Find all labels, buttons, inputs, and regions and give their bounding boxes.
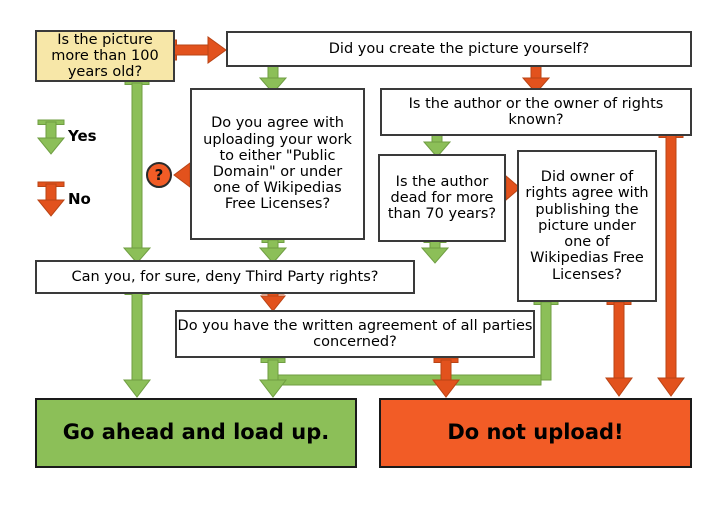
node-owner-agree[interactable]: Did owner of rights agree with publishin… <box>517 150 657 302</box>
question-mark-badge[interactable]: ? <box>146 162 172 188</box>
edge-agree-to-question-badge <box>173 162 191 188</box>
legend-yes-arrow <box>36 119 66 155</box>
edge-author-known-to-do-not-upload <box>657 132 685 397</box>
node-picture-age[interactable]: Is the picture more than 100 years old? <box>35 30 175 82</box>
edge-age-to-created-yourself <box>171 36 227 64</box>
node-agree-upload[interactable]: Do you agree with uploading your work to… <box>190 88 365 240</box>
edge-written-agreement-to-do-not-upload <box>431 357 461 398</box>
edge-age-to-third-party <box>122 79 152 264</box>
edge-written-agreement-to-go-ahead <box>258 357 288 398</box>
edge-owner-agree-to-do-not-upload <box>605 299 633 397</box>
node-written-agreement[interactable]: Do you have the written agreement of all… <box>175 310 535 358</box>
node-do-not-upload-result[interactable]: Do not upload! <box>379 398 692 468</box>
node-go-ahead-result[interactable]: Go ahead and load up. <box>35 398 357 468</box>
legend-no-label: No <box>68 190 91 208</box>
node-third-party-rights[interactable]: Can you, for sure, deny Third Party righ… <box>35 260 415 294</box>
node-author-dead[interactable]: Is the author dead for more than 70 year… <box>378 154 506 242</box>
edge-third-party-to-go-ahead <box>122 289 152 398</box>
legend-no-arrow <box>36 181 66 217</box>
legend-yes-label: Yes <box>68 127 97 145</box>
node-created-yourself[interactable]: Did you create the picture yourself? <box>226 31 692 67</box>
node-author-known[interactable]: Is the author or the owner of rights kno… <box>380 88 692 136</box>
